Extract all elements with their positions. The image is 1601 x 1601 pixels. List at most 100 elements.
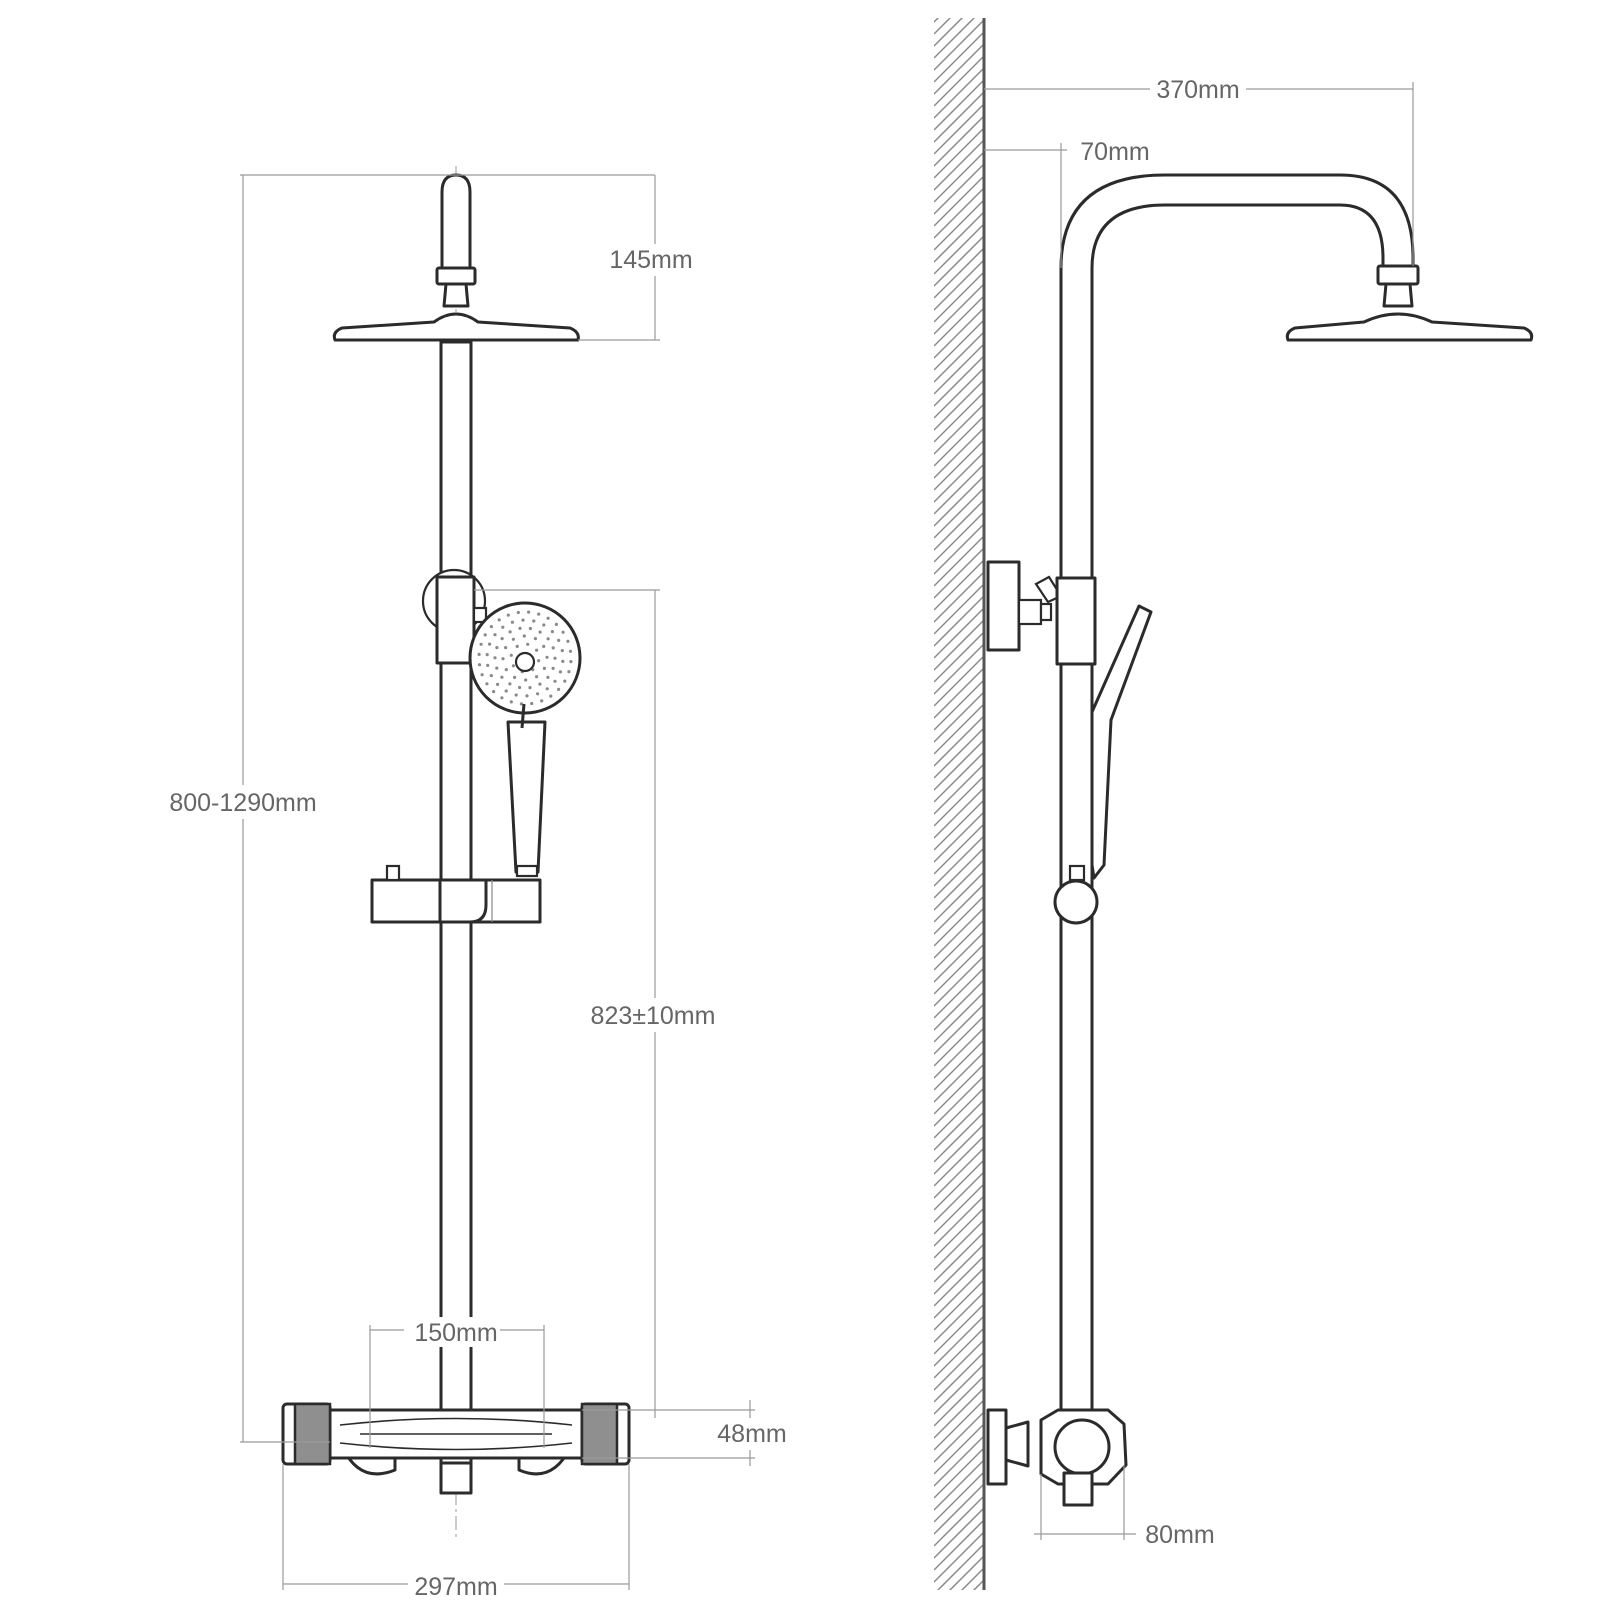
- wall-hatch-line: [934, 1123, 984, 1175]
- label-inlet-spacing: 150mm: [414, 1319, 497, 1347]
- nozzle-dot: [509, 653, 513, 657]
- label-rail-length: 823±10mm: [591, 1002, 716, 1030]
- wall-hatch-line: [934, 1363, 984, 1415]
- side-shelf-knob-stem: [1068, 864, 1086, 882]
- nozzle-dot: [553, 656, 557, 660]
- nozzle-dot: [495, 666, 499, 670]
- nozzle-dot: [535, 675, 539, 679]
- nozzle-dot: [501, 625, 505, 629]
- wall-hatch-line: [934, 679, 984, 731]
- nozzle-dot: [553, 679, 557, 683]
- wall-hatch: [934, 18, 984, 1590]
- wall-hatch-line: [934, 883, 984, 935]
- nozzle-dot: [519, 702, 524, 706]
- nozzle-dot: [542, 666, 547, 671]
- nozzle-dot: [504, 689, 508, 693]
- nozzle-dot: [535, 648, 539, 652]
- wall-hatch-line: [934, 295, 984, 347]
- nozzle-dot: [492, 690, 496, 694]
- nozzle-dot: [493, 656, 497, 660]
- side-wall-bracket: [986, 560, 1021, 652]
- wall-hatch-line: [934, 991, 984, 1043]
- nozzle-dot: [540, 699, 544, 703]
- nozzle-dot: [528, 626, 533, 631]
- nozzle-dot: [521, 618, 525, 622]
- wall-hatch-line: [934, 559, 984, 611]
- wall-hatch-line: [934, 139, 984, 191]
- nozzle-dot: [508, 630, 512, 634]
- wall-hatch-line: [934, 223, 984, 275]
- nozzle-dot: [558, 670, 563, 674]
- dim-head-to-shower: 145mm: [578, 175, 699, 341]
- dim-mixer-projection: 80mm: [1034, 1465, 1222, 1549]
- front-rail-top: [440, 173, 472, 279]
- nozzle-dot: [501, 657, 505, 661]
- wall-hatch-line: [934, 1519, 984, 1571]
- front-spray-selector: [520, 703, 526, 729]
- wall-hatch-line: [934, 1495, 984, 1547]
- wall-hatch-line: [934, 463, 984, 515]
- wall-hatch-line: [934, 1351, 984, 1403]
- wall-hatch-line: [934, 1051, 984, 1103]
- wall-hatch-line: [934, 1423, 984, 1475]
- nozzle-dot: [518, 626, 522, 631]
- wall-hatch-line: [934, 235, 984, 287]
- front-hand-shower-nozzles: [477, 610, 573, 706]
- nozzle-dot: [524, 678, 528, 682]
- side-mixer-knob: [1053, 1418, 1111, 1476]
- wall-hatch-line: [934, 1387, 984, 1439]
- wall-hatch-line: [934, 835, 984, 887]
- wall-hatch-line: [934, 1303, 984, 1355]
- nozzle-dot: [563, 679, 567, 683]
- wall-hatch-line: [934, 1411, 984, 1463]
- side-shelf-ball: [1053, 879, 1099, 925]
- wall-hatch-line: [934, 439, 984, 491]
- nozzle-dot: [527, 610, 531, 614]
- nozzle-dot: [530, 701, 534, 706]
- wall-hatch-line: [934, 535, 984, 587]
- wall-hatch-line: [934, 751, 984, 803]
- wall-hatch-line: [934, 595, 984, 647]
- nozzle-dot: [533, 637, 538, 641]
- wall-hatch-line: [934, 1183, 984, 1235]
- side-slider-block: [1055, 576, 1097, 666]
- dim-total-height: 800-1290mm: [155, 174, 655, 1443]
- nozzle-dot: [486, 663, 490, 668]
- front-head-nut: [435, 266, 477, 286]
- wall-hatch-line: [934, 739, 984, 791]
- wall-hatch-line: [934, 787, 984, 839]
- front-hose-connector: [515, 864, 539, 878]
- label-rail-offset: 70mm: [1080, 138, 1149, 166]
- side-hand-shower: [1090, 604, 1153, 880]
- nozzle-dot: [537, 612, 541, 616]
- wall-hatch-line: [934, 415, 984, 467]
- nozzle-dot: [560, 649, 564, 653]
- wall-hatch-line: [934, 475, 984, 527]
- wall-hatch-line: [934, 859, 984, 911]
- wall-hatch-line: [934, 1075, 984, 1127]
- side-view: 370mm 70mm 80mm: [934, 18, 1534, 1590]
- nozzle-dot: [485, 682, 489, 686]
- nozzle-dot: [537, 659, 541, 663]
- wall-hatch-line: [934, 919, 984, 971]
- wall-hatch-line: [934, 799, 984, 851]
- nozzle-dot: [557, 687, 561, 692]
- nozzle-dot: [525, 694, 529, 698]
- nozzle-dot: [510, 620, 514, 624]
- nozzle-dot: [508, 682, 512, 686]
- side-rain-shower-head: [1285, 312, 1534, 342]
- nozzle-dot: [536, 692, 540, 696]
- front-head-joint: [442, 282, 470, 308]
- wall-hatch-line: [934, 547, 984, 599]
- nozzle-dot: [567, 670, 571, 674]
- dim-mixer-depth: 48mm: [582, 1400, 796, 1466]
- wall-hatch-line: [934, 175, 984, 227]
- wall-hatch-line: [934, 1471, 984, 1523]
- front-slider-block: [435, 575, 476, 665]
- wall-hatch-line: [934, 43, 984, 95]
- front-rain-shower-head: [332, 312, 580, 342]
- wall-hatch-line: [934, 1207, 984, 1259]
- wall-hatch-line: [934, 163, 984, 215]
- wall-hatch-line: [934, 1315, 984, 1367]
